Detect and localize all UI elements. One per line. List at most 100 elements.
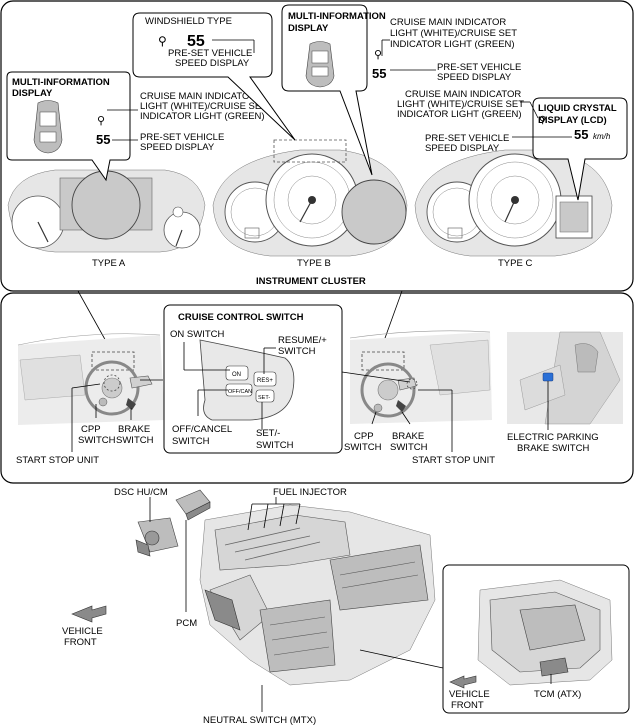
leader-line xyxy=(263,503,269,529)
lcd-indicator-line1: CRUISE MAIN INDICATOR xyxy=(405,89,521,100)
lcd-title-line1: LIQUID CRYSTAL xyxy=(538,103,617,114)
callout-lcd: LIQUID CRYSTAL DISPLAY (LCD) 55 km/h xyxy=(532,97,628,201)
left-indicator-line3: INDICATOR LIGHT (GREEN) xyxy=(140,111,265,122)
callout-windshield: WINDSHIELD TYPE ⚲ 55 PRE-SET VEHICLE SPE… xyxy=(132,12,296,141)
windshield-speed-line1: PRE-SET VEHICLE xyxy=(168,48,252,59)
callout-middle: MULTI-INFORMATION DISPLAY ⚲ 55 xyxy=(281,4,386,176)
tcm-label: TCM (ATX) xyxy=(534,689,581,700)
resume-switch-line1: RESUME/+ xyxy=(278,335,327,346)
res-button-label: RES+ xyxy=(257,378,273,384)
pcm-unit xyxy=(175,489,211,521)
vehicle-front-right-line1: VEHICLE xyxy=(449,689,490,700)
leader-line xyxy=(359,649,444,669)
lcd-speed-unit: km/h xyxy=(593,132,611,141)
right-cpp-line2: SWITCH xyxy=(344,442,382,453)
left-mid-title-line1: MULTI-INFORMATION xyxy=(12,77,110,88)
cruise-indicator-icon: ⚲ xyxy=(158,34,167,48)
instrument-cluster-panel: TYPE A TYPE B TYPE C INSTRUMENT CLUSTER … xyxy=(0,0,634,292)
off-button-label: OFF/CAN xyxy=(228,389,252,395)
leader-line xyxy=(341,371,411,383)
middle-indicator-line3: INDICATOR LIGHT (GREEN) xyxy=(390,39,515,50)
lcd-indicator-line3: INDICATOR LIGHT (GREEN) xyxy=(397,109,522,120)
windshield-title: WINDSHIELD TYPE xyxy=(145,16,232,27)
middle-indicator-line1: CRUISE MAIN INDICATOR xyxy=(390,17,506,28)
car-top-view-icon xyxy=(305,41,335,88)
cluster-type-c xyxy=(414,149,613,257)
left-speed-value: 55 xyxy=(96,132,110,147)
right-cabin-view xyxy=(349,330,492,424)
cruise-control-switch-box: CRUISE CONTROL SWITCH ON RES+ OFF/CAN SE… xyxy=(163,304,343,454)
set-switch-line2: SWITCH xyxy=(256,440,294,451)
lcd-title-line2: DISPLAY (LCD) xyxy=(538,115,607,126)
left-cabin-view xyxy=(17,333,165,425)
lcd-speed-line2: SPEED DISPLAY xyxy=(425,143,500,154)
left-speed-line2: SPEED DISPLAY xyxy=(140,142,215,153)
engine-assembly xyxy=(199,504,436,686)
fuel-injector-label: FUEL INJECTOR xyxy=(273,487,347,498)
vehicle-front-arrow-left xyxy=(71,605,107,623)
type-c-label: TYPE C xyxy=(498,258,532,269)
middle-indicator-line2: LIGHT (WHITE)/CRUISE SET xyxy=(390,28,517,39)
cruise-switch-title: CRUISE CONTROL SWITCH xyxy=(178,312,304,323)
tcm-box xyxy=(442,564,630,714)
epb-line2: BRAKE SWITCH xyxy=(517,443,589,454)
left-indicator-line1: CRUISE MAIN INDICATOR xyxy=(140,91,256,102)
vehicle-front-arrow-right xyxy=(449,675,477,689)
left-speed-line1: PRE-SET VEHICLE xyxy=(140,132,224,143)
epb-switch-highlight xyxy=(542,372,554,382)
car-top-view-icon xyxy=(33,100,63,154)
set-button-label: SET- xyxy=(258,395,270,401)
left-indicator-line2: LIGHT (WHITE)/CRUISE SET xyxy=(140,101,267,112)
left-mid-title-line2: DISPLAY xyxy=(12,88,53,99)
epb-line1: ELECTRIC PARKING xyxy=(507,432,599,443)
vehicle-front-right-line2: FRONT xyxy=(451,700,484,711)
middle-title-line1: MULTI-INFORMATION xyxy=(288,11,386,22)
epb-view xyxy=(507,331,623,425)
lcd-speed-line1: PRE-SET VEHICLE xyxy=(425,133,509,144)
vehicle-front-left-line1: VEHICLE xyxy=(62,626,103,637)
right-brake-line1: BRAKE xyxy=(392,431,424,442)
windshield-speed-line2: SPEED DISPLAY xyxy=(175,58,250,69)
dsc-unit xyxy=(135,517,179,557)
cluster-type-a xyxy=(7,169,206,253)
type-a-label: TYPE A xyxy=(92,258,126,269)
windshield-speed-value: 55 xyxy=(187,33,205,50)
lcd-speed-value: 55 xyxy=(574,127,588,142)
left-brake-line2: SWITCH xyxy=(116,435,154,446)
right-brake-line2: SWITCH xyxy=(390,442,428,453)
on-switch-label: ON SWITCH xyxy=(170,329,224,340)
left-start-stop: START STOP UNIT xyxy=(16,455,99,466)
pcm-label: PCM xyxy=(176,618,197,629)
middle-title-line2: DISPLAY xyxy=(288,23,329,34)
off-cancel-line2: SWITCH xyxy=(172,436,210,447)
left-cpp-line1: CPP xyxy=(81,424,101,435)
windshield-projection-area xyxy=(273,139,347,163)
leader-line xyxy=(401,411,411,425)
leader-line xyxy=(529,101,539,119)
engine-section: DSC HU/CM PCM FUEL INJECTOR NEUTRAL SWIT… xyxy=(62,487,630,726)
dsc-label: DSC HU/CM xyxy=(114,487,168,498)
set-switch-line1: SET/- xyxy=(256,428,280,439)
left-brake-line1: BRAKE xyxy=(118,424,150,435)
callout-left-mid: MULTI-INFORMATION DISPLAY ⚲ 55 xyxy=(6,71,131,182)
cruise-indicator-icon: ⚲ xyxy=(97,115,105,127)
cabin-panel: CPP SWITCH BRAKE SWITCH START STOP UNIT … xyxy=(0,292,634,484)
leader-line xyxy=(371,411,377,425)
lcd-indicator-line2: LIGHT (WHITE)/CRUISE SET xyxy=(397,99,524,110)
vehicle-front-left-line2: FRONT xyxy=(64,637,97,648)
off-cancel-line1: OFF/CANCEL xyxy=(172,424,232,435)
leader-line xyxy=(295,503,301,525)
middle-speed-value: 55 xyxy=(372,66,386,81)
middle-speed-line2: SPEED DISPLAY xyxy=(437,72,512,83)
left-cpp-line2: SWITCH xyxy=(78,435,116,446)
leader-line xyxy=(247,503,253,531)
instrument-cluster-title: INSTRUMENT CLUSTER xyxy=(256,276,366,287)
type-b-label: TYPE B xyxy=(297,258,331,269)
leader-line xyxy=(71,383,101,389)
cruise-indicator-icon: ⚲ xyxy=(539,115,546,126)
resume-switch-line2: SWITCH xyxy=(278,346,316,357)
cruise-indicator-icon: ⚲ xyxy=(374,49,382,61)
on-button-label: ON xyxy=(232,372,241,378)
right-start-stop: START STOP UNIT xyxy=(412,455,495,466)
